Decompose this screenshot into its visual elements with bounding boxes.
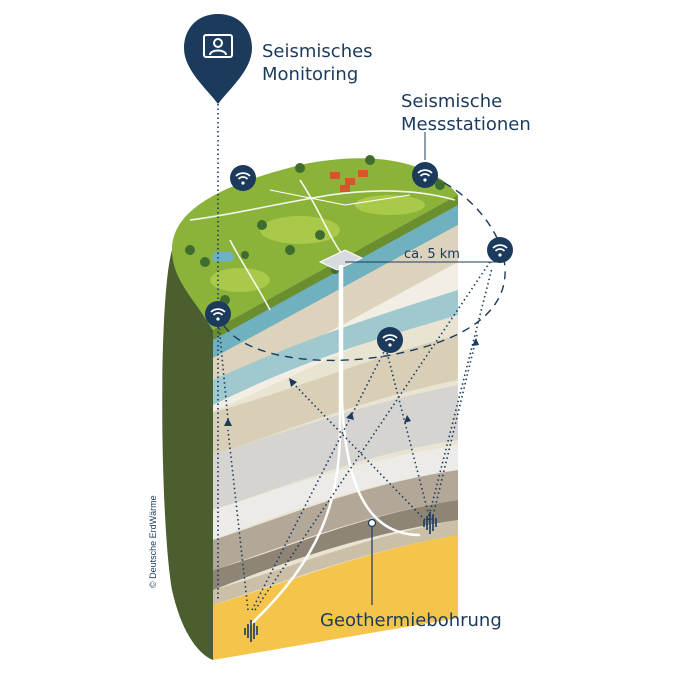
stations-label: Seismische Messstationen	[401, 90, 531, 136]
stations-label-line1: Seismische	[401, 91, 503, 112]
monitoring-label: Seismisches Monitoring	[262, 40, 373, 86]
stratum-brown	[213, 470, 458, 570]
power-lines	[269, 189, 411, 206]
monitoring-radius-ellipse	[217, 174, 506, 362]
stratum-darkbrown	[213, 500, 458, 590]
seismic-ray-paths	[217, 261, 493, 611]
stratum-sand	[213, 335, 458, 455]
stratum-grey	[213, 385, 458, 510]
cylinder-side-face	[162, 250, 213, 660]
trees	[185, 155, 445, 305]
wifi-signal-icon	[377, 327, 403, 353]
monitoring-label-line2: Monitoring	[262, 64, 359, 85]
stratum-tan	[213, 520, 458, 605]
wellbore-branch	[340, 265, 421, 537]
drill-site-pad	[318, 249, 364, 271]
stratum-lightgrey	[213, 445, 458, 540]
stations-label-line2: Messstationen	[401, 114, 531, 135]
monitoring-pin-marker	[184, 14, 252, 104]
monitoring-person-pin-icon	[203, 34, 233, 58]
wifi-signal-icon	[205, 301, 231, 327]
monitoring-label-line1: Seismisches	[262, 41, 373, 62]
well-label: Geothermiebohrung	[320, 610, 502, 631]
well-target-marker	[367, 518, 377, 528]
village	[330, 170, 368, 192]
wellbore-main	[249, 265, 342, 626]
wifi-signal-icon	[412, 162, 438, 188]
seismic-waveform-icon	[244, 620, 258, 642]
lake	[212, 252, 234, 262]
stratum-teal-2	[213, 290, 458, 405]
wifi-signal-icon	[487, 237, 513, 263]
ray-arrowheads	[224, 338, 479, 426]
copyright-credit: © Deutsche ErdWärme	[148, 495, 158, 588]
seismic-waveform-icon	[423, 512, 437, 534]
wifi-signal-icon	[230, 165, 256, 191]
stratum-beige	[213, 225, 458, 395]
distance-label: ca. 5 km	[404, 247, 460, 262]
